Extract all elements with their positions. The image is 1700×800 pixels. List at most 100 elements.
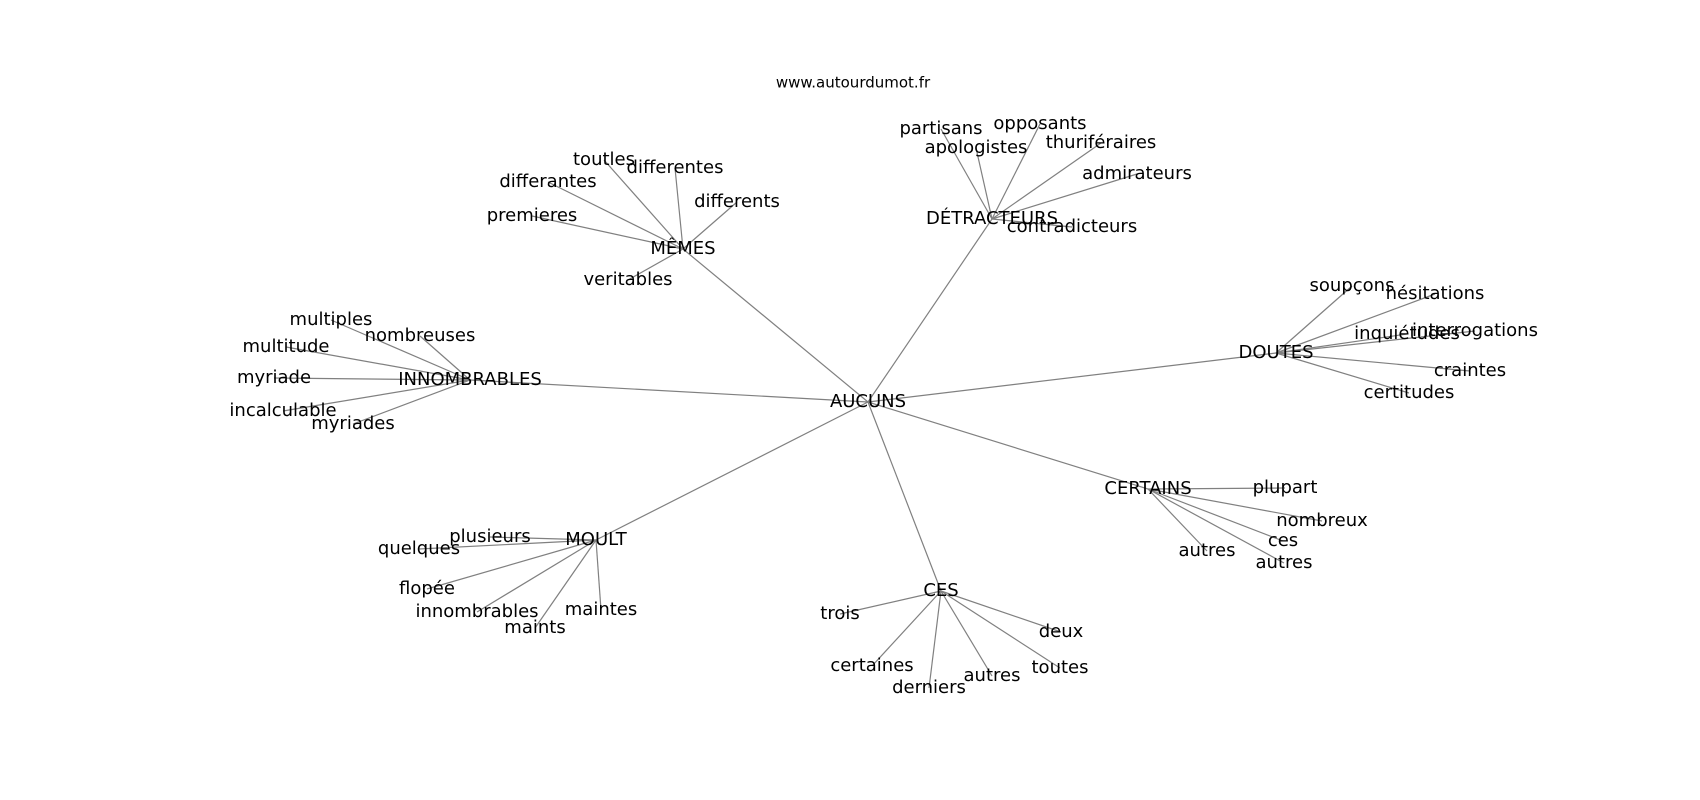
node-word: maints (504, 617, 565, 638)
edge-cluster-word (1147, 488, 1323, 522)
node-word: soupçons (1310, 275, 1395, 296)
edge-cluster-word (975, 147, 993, 220)
node-cluster: CERTAINS (1104, 478, 1191, 499)
node-word: myriades (311, 413, 395, 434)
node-word: multitude (243, 336, 330, 357)
edge-cluster-word (547, 181, 684, 250)
node-word: partisans (899, 118, 982, 139)
node-word: nombreux (1276, 510, 1368, 531)
node-word: craintes (1434, 360, 1506, 381)
node-word: plusieurs (449, 526, 530, 547)
node-word: toutles (573, 149, 635, 170)
edge-cluster-word (871, 590, 942, 667)
edge-cluster-word (489, 536, 597, 541)
edge-center-cluster (867, 218, 993, 403)
node-word: autres (1179, 540, 1236, 561)
node-cluster: DÉTRACTEURS (926, 207, 1058, 229)
edge-cluster-word (839, 590, 942, 615)
node-cluster: MÊMES (650, 237, 715, 259)
node-word: opposants (993, 113, 1086, 134)
graph-edges (273, 123, 1476, 689)
edge-cluster-word (1275, 330, 1476, 354)
node-word: toutes (1032, 657, 1089, 678)
edge-cluster-word (674, 167, 684, 250)
node-word: autres (1256, 552, 1313, 573)
edge-cluster-word (1275, 352, 1410, 394)
edge-cluster-word (627, 248, 684, 281)
edge-center-cluster (867, 401, 942, 592)
edge-cluster-word (273, 377, 471, 381)
node-word: certaines (830, 655, 913, 676)
node-word: maintes (565, 599, 637, 620)
edge-cluster-word (419, 335, 471, 381)
edge-cluster-word (1275, 352, 1471, 372)
node-word: veritables (583, 269, 672, 290)
edge-cluster-word (1147, 488, 1208, 552)
edge-cluster-word (595, 539, 602, 611)
edge-cluster-word (940, 128, 993, 220)
site-label: www.autourdumot.fr (776, 74, 931, 92)
node-word: differents (694, 191, 780, 212)
node-word: quelques (378, 538, 460, 559)
edge-center-cluster (867, 401, 1149, 490)
edge-center-cluster (595, 401, 869, 541)
node-word: trois (820, 603, 859, 624)
node-word: interrogations (1412, 320, 1538, 341)
edge-cluster-word (285, 346, 471, 381)
edge-cluster-word (352, 379, 471, 425)
node-cluster: INNOMBRABLES (398, 369, 542, 390)
edge-cluster-word (1275, 333, 1408, 354)
node-word: differentes (627, 157, 724, 178)
edge-cluster-word (991, 123, 1041, 220)
node-word: apologistes (925, 137, 1028, 158)
edge-cluster-word (476, 539, 597, 613)
node-word: inquiétudes (1354, 323, 1460, 344)
edge-cluster-word (940, 590, 1061, 669)
edge-cluster-word (282, 379, 471, 412)
edge-cluster-word (682, 201, 738, 250)
node-word: admirateurs (1082, 163, 1192, 184)
node-word: plupart (1253, 477, 1318, 498)
edge-cluster-word (603, 159, 684, 250)
edge-cluster-word (1147, 488, 1284, 542)
node-word: certitudes (1364, 382, 1455, 403)
node-word: multiples (290, 309, 373, 330)
edge-cluster-word (991, 218, 1073, 228)
graph-labels: www.autourdumot.fr AUCUNSMÊMEStoutlesdif… (229, 74, 1538, 699)
node-word: premieres (487, 205, 578, 226)
edge-cluster-word (534, 539, 597, 629)
node-word: incalculable (229, 400, 336, 421)
edge-cluster-word (1275, 293, 1436, 354)
edge-cluster-word (991, 142, 1102, 220)
node-cluster: CES (923, 580, 958, 601)
node-cluster: MOULT (565, 529, 627, 550)
node-word: ces (1268, 530, 1298, 551)
node-word: hésitations (1386, 283, 1485, 304)
node-word: thuriféraires (1046, 132, 1157, 153)
edge-cluster-word (940, 590, 993, 677)
edge-cluster-word (1147, 487, 1286, 490)
edge-cluster-word (418, 539, 597, 550)
edge-cluster-word (1275, 285, 1353, 354)
edge-center-cluster (469, 379, 869, 403)
node-word: derniers (892, 677, 966, 698)
node-word: deux (1039, 621, 1084, 642)
node-word: autres (964, 665, 1021, 686)
edge-cluster-word (928, 590, 942, 689)
node-word: differantes (499, 171, 596, 192)
node-center: AUCUNS (830, 391, 906, 412)
edge-center-cluster (867, 352, 1277, 403)
edge-cluster-word (991, 173, 1138, 220)
edge-cluster-word (1147, 488, 1285, 564)
node-word: innombrables (415, 601, 538, 622)
node-word: contradicteurs (1007, 216, 1137, 237)
edge-cluster-word (330, 319, 471, 381)
edge-center-cluster (682, 248, 869, 403)
node-word: flopée (399, 578, 455, 599)
edge-cluster-word (940, 590, 1062, 633)
node-word: nombreuses (365, 325, 476, 346)
edge-cluster-word (531, 215, 684, 250)
edge-cluster-word (426, 539, 597, 590)
node-cluster: DOUTES (1239, 342, 1314, 363)
